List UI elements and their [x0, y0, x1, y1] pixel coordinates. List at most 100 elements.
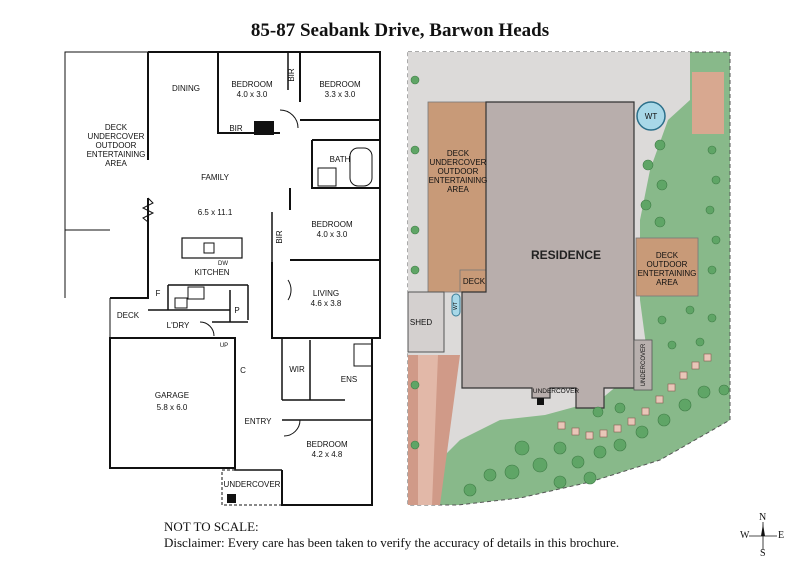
bedroom2-size: 3.3 x 3.0: [325, 90, 356, 99]
deck-outdoor-label-4: AREA: [656, 278, 678, 287]
bedroom1-size: 4.0 x 3.0: [237, 90, 268, 99]
wt-label: WT: [645, 112, 658, 121]
shed-label: SHED: [410, 318, 432, 327]
kitchen-bench: [167, 284, 249, 320]
up-label: UP: [220, 343, 228, 349]
ens-shower: [353, 343, 373, 367]
notes: NOT TO SCALE: Disclaimer: Every care has…: [164, 519, 619, 551]
zigzag: [141, 197, 155, 223]
bir-top-label: BIR: [229, 124, 243, 133]
door-swing-2: [287, 279, 292, 301]
deck-label-1: DECK: [105, 123, 128, 132]
deck-label-5: AREA: [105, 159, 127, 168]
water-tank: [636, 101, 666, 131]
ldry-label: L'DRY: [167, 321, 190, 330]
scale-note: NOT TO SCALE:: [164, 519, 259, 534]
laundry-tub-icon: [174, 297, 188, 309]
bedroom3-size: 4.0 x 3.0: [317, 230, 348, 239]
c-label: C: [240, 366, 246, 375]
living-size: 4.6 x 3.8: [311, 299, 342, 308]
deck-lines: [64, 230, 111, 338]
bedroom2-label: BEDROOM: [319, 80, 361, 89]
bed3-wall: [289, 188, 380, 261]
gate-area: [692, 72, 724, 134]
site-labels: RESIDENCE DECK UNDERCOVER OUTDOOR ENTERT…: [410, 112, 697, 395]
compass-s: S: [760, 548, 766, 559]
living-wall: [271, 262, 380, 339]
kitchen-sink-icon: [203, 242, 215, 254]
deck-label-4: ENTERTAINING: [87, 150, 146, 159]
side-path-inner: [418, 355, 438, 505]
kitchen-label: KITCHEN: [194, 268, 229, 277]
deck-outdoor-label-2: OUTDOOR: [647, 260, 688, 269]
site-deck-label-1: DECK: [447, 149, 470, 158]
site-post: [537, 398, 544, 405]
bath-tub: [349, 147, 373, 187]
entry-label: ENTRY: [245, 417, 273, 426]
garage-size: 5.8 x 6.0: [157, 403, 188, 412]
bedroom3-label: BEDROOM: [311, 220, 353, 229]
compass-n: N: [759, 512, 767, 523]
residence: [461, 101, 635, 409]
undercover-outline: [221, 469, 283, 506]
entry-wall: [234, 400, 282, 471]
deck-outdoor: [635, 237, 699, 297]
bath-wall: [311, 139, 380, 189]
bath-label: BATH: [330, 155, 351, 164]
water-tank-small: [451, 293, 461, 317]
undercover-side-area: [633, 339, 653, 391]
p-label: P: [234, 306, 239, 315]
bir-block: [254, 121, 274, 135]
floor-labels: DECK UNDERCOVER OUTDOOR ENTERTAINING ARE…: [87, 68, 361, 489]
dining-label: DINING: [172, 84, 200, 93]
undercover-bottom-label: UNDERCOVER: [533, 388, 580, 395]
bir-side-label: BIR: [275, 230, 284, 244]
site-deck-label-4: ENTERTAINING: [429, 176, 488, 185]
pantry-wall: [148, 290, 248, 323]
cooktop-icon: [187, 286, 205, 300]
f-label: F: [156, 289, 161, 298]
deck-small-label: DECK: [117, 311, 140, 320]
stepping-stones: [557, 353, 712, 440]
deck-outdoor-label-3: ENTERTAINING: [638, 269, 697, 278]
door-swing-4: [199, 321, 215, 337]
living-label: LIVING: [313, 289, 339, 298]
shower: [317, 167, 337, 187]
deck-label-3: OUTDOOR: [96, 141, 137, 150]
door-swing-1: [279, 109, 299, 129]
ensuite-wall: [281, 338, 345, 401]
family-label: FAMILY: [201, 173, 230, 182]
dw-label: DW: [218, 261, 228, 267]
trees: [410, 75, 730, 497]
bedroom1-label: BEDROOM: [231, 80, 273, 89]
site-deck-label-5: AREA: [447, 185, 469, 194]
compass-e: E: [778, 530, 785, 541]
site-deck-small-label: DECK: [463, 277, 486, 286]
west-wall-lower: [110, 198, 149, 299]
bedroom4-size: 4.2 x 4.8: [312, 450, 343, 459]
deck-undercover: [427, 101, 489, 293]
bir-vertical-label: BIR: [287, 68, 296, 82]
garage-label: GARAGE: [155, 391, 189, 400]
site-plan: [407, 51, 731, 506]
deck-outdoor-label-1: DECK: [656, 251, 679, 260]
post-block: [227, 494, 236, 503]
wt-small-label: WT: [453, 302, 459, 310]
site-deck-label-3: OUTDOOR: [438, 167, 479, 176]
page-title: 85-87 Seabank Drive, Barwon Heads: [250, 20, 550, 41]
deck-outline: [64, 51, 148, 231]
family-size: 6.5 x 11.1: [198, 208, 233, 217]
floor-plan: [64, 51, 381, 506]
disclaimer: Disclaimer: Every care has been taken to…: [164, 535, 620, 550]
undercover-side-label: UNDERCOVER: [641, 343, 647, 386]
deck-label-2: UNDERCOVER: [88, 132, 145, 141]
wir-label: WIR: [289, 365, 305, 374]
ens-label: ENS: [341, 375, 357, 384]
compass-icon: N E S W: [740, 512, 786, 559]
residence-label: RESIDENCE: [531, 248, 601, 262]
shed: [407, 291, 445, 353]
bedroom4-label: BEDROOM: [306, 440, 348, 449]
compass-w: W: [740, 530, 750, 541]
undercover-label: UNDERCOVER: [224, 480, 281, 489]
